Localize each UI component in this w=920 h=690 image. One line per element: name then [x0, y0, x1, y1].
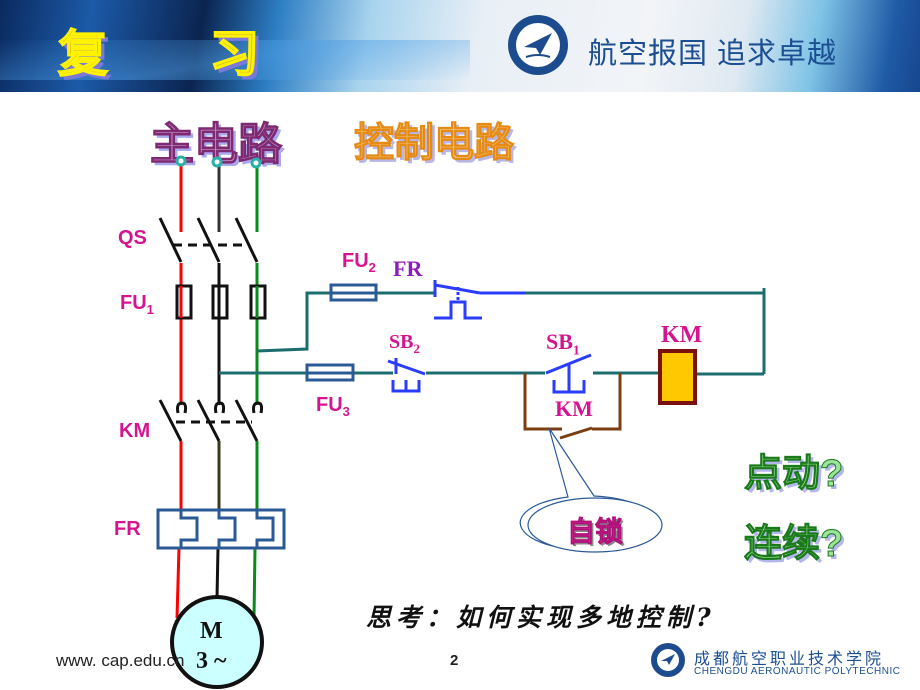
fr-control-label: FR [393, 256, 423, 281]
fr-main-label: FR [114, 518, 141, 540]
fu3-label-sub: 3 [342, 404, 350, 419]
think-prompt: 思考：如何实现多地控制? [366, 603, 716, 632]
fu1-label: FU1 [120, 292, 154, 317]
phase-l2-wire [215, 166, 221, 599]
km-main-contacts [158, 399, 264, 442]
sb1-start-button [545, 353, 592, 394]
qs-label: QS [118, 227, 147, 249]
page-number: 2 [450, 652, 459, 669]
motor-symbol [170, 595, 264, 689]
fu3-label: FU3 [316, 394, 350, 419]
question-jog: 点动? [743, 453, 844, 496]
fu3-fuse [305, 363, 355, 382]
school-name-en: CHENGDU AERONAUTIC POLYTECHNIC [694, 666, 901, 677]
footer-url[interactable]: www. cap.edu.cn [56, 651, 185, 670]
slogan: 航空报国 追求卓越 [588, 38, 838, 70]
control-wiring [219, 288, 766, 376]
sb1-label: SB1 [546, 329, 580, 359]
footer-emblem-icon [651, 643, 685, 677]
motor-label-m: M [200, 618, 223, 644]
km-coil-label: KM [661, 322, 703, 348]
header-banner [0, 0, 920, 92]
self-lock-callout [519, 427, 663, 553]
sb1-label-sub: 1 [572, 343, 580, 359]
qs-switch [158, 217, 259, 263]
sb2-label-base: SB [389, 331, 414, 353]
km-coil [658, 349, 697, 405]
fu3-label-base: FU [316, 394, 343, 416]
fu2-label: FU2 [342, 250, 376, 275]
banner-streak [0, 40, 470, 80]
supply-terminals [175, 155, 262, 169]
sb1-label-base: SB [546, 329, 573, 354]
sb2-stop-button [387, 358, 426, 393]
fr-nc-contact [433, 280, 525, 320]
sb2-label: SB2 [389, 331, 420, 357]
fu2-fuse [329, 283, 378, 302]
km-main-label: KM [119, 420, 151, 442]
fr-thermal-element [156, 508, 286, 550]
sb2-label-sub: 2 [413, 341, 420, 356]
question-continuous: 连续? [743, 523, 844, 566]
control-circuit-title: 控制电路 [354, 121, 515, 166]
school-name-cn: 成都航空职业技术学院 [694, 649, 885, 668]
phase-l3-wire [252, 166, 259, 619]
motor-label-phase: 3 ~ [196, 648, 227, 674]
slide-title: 复 习 [57, 23, 302, 84]
phase-l1-wire [175, 166, 183, 619]
km-aux-label: KM [555, 396, 593, 421]
fu2-label-sub: 2 [368, 260, 376, 275]
self-lock-callout-text: 自锁 [567, 516, 624, 548]
fu1-fuses [175, 284, 267, 320]
fu2-label-base: FU [342, 250, 369, 272]
fu1-label-base: FU [120, 292, 147, 314]
fu1-label-sub: 1 [146, 302, 154, 317]
school-emblem-icon [508, 15, 568, 75]
